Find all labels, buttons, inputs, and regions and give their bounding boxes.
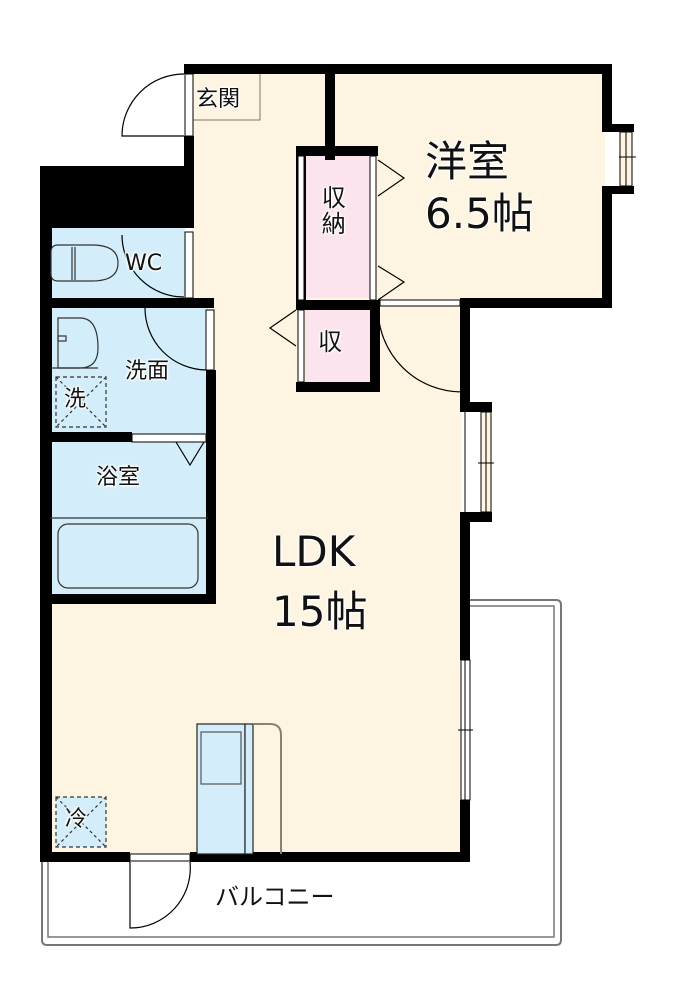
room-label-washroom: 洗面: [125, 359, 170, 384]
room-label-toilet: WC: [125, 251, 163, 276]
doors: [121, 73, 463, 929]
washer-space-label: 洗: [64, 387, 87, 412]
walls: [40, 64, 634, 862]
room-label-storage: 収納: [317, 185, 346, 237]
fixtures: [50, 244, 282, 855]
room-label-balcony: バルコニー: [215, 883, 335, 911]
balcony-area: [41, 599, 562, 946]
room-label-western-room: 洋室: [425, 137, 510, 186]
room-label-entrance: 玄関: [196, 87, 241, 112]
room-label-ldk: LDK: [272, 527, 356, 576]
fridge-space-label: 冷: [65, 807, 88, 832]
room-size-western-room: 6.5帖: [425, 189, 534, 238]
room-label-storage-small: 収: [318, 328, 342, 356]
room-label-bathroom: 浴室: [96, 465, 141, 490]
room-size-ldk: 15帖: [272, 587, 368, 636]
windows: [129, 73, 636, 862]
